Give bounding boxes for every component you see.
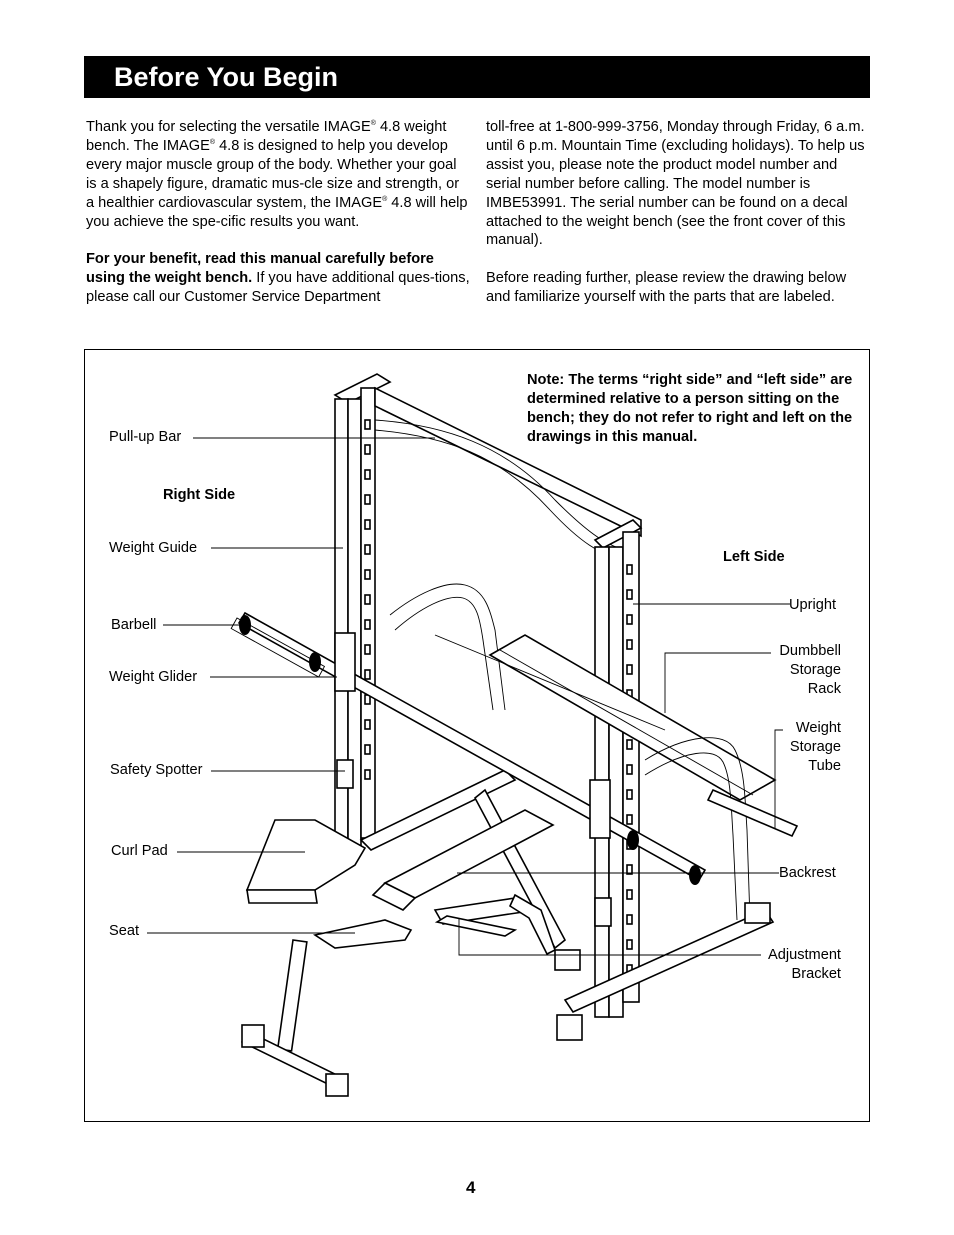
- label-weight-glider: Weight Glider: [109, 669, 198, 685]
- page-title: Before You Begin: [114, 62, 339, 92]
- label-safety-spotter: Safety Spotter: [110, 762, 203, 778]
- label-upright: Upright: [789, 597, 837, 613]
- weight-bench-drawing: [147, 373, 799, 1097]
- label-dumbbell-storage-rack: Dumbbell Storage Rack: [779, 643, 841, 697]
- label-seat: Seat: [109, 923, 140, 939]
- orientation-note: Note: The terms “right side” and “left s…: [527, 372, 853, 445]
- parts-diagram: Note: The terms “right side” and “left s…: [84, 349, 870, 1122]
- label-weight-storage-tube: Weight Storage Tube: [789, 720, 841, 774]
- intro-paragraph-3: toll-free at 1-800-999-3756, Monday thro…: [486, 119, 865, 249]
- intro-right-column: toll-free at 1-800-999-3756, Monday thro…: [486, 118, 866, 326]
- title-bar: Before You Begin: [84, 56, 870, 98]
- intro-paragraph-2: For your benefit, read this manual caref…: [86, 251, 470, 306]
- label-curl-pad: Curl Pad: [111, 843, 168, 859]
- page-number: 4: [466, 1178, 476, 1197]
- label-weight-guide: Weight Guide: [109, 540, 198, 556]
- label-barbell: Barbell: [111, 617, 157, 633]
- label-pull-up-bar: Pull-up Bar: [109, 429, 182, 445]
- intro-paragraph-4: Before reading further, please review th…: [486, 270, 847, 306]
- label-leader-lines: [147, 437, 790, 956]
- right-side-heading: Right Side: [163, 487, 236, 503]
- left-side-heading: Left Side: [723, 549, 785, 565]
- label-backrest: Backrest: [779, 865, 836, 881]
- intro-paragraph-1: Thank you for selecting the versatile IM…: [86, 119, 468, 230]
- intro-left-column: Thank you for selecting the versatile IM…: [86, 118, 470, 326]
- label-adjustment-bracket: Adjustment Bracket: [767, 947, 841, 982]
